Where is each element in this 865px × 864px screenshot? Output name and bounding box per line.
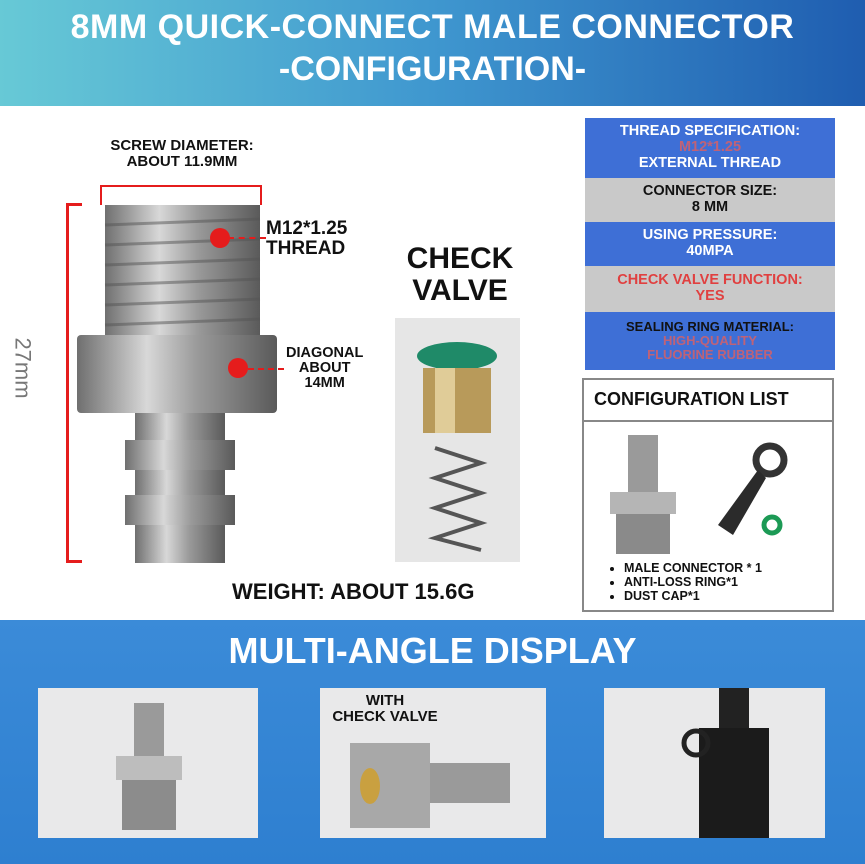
spec-check-label: CHECK VALVE FUNCTION: <box>617 272 803 289</box>
diagonal-line2: ABOUT <box>298 360 351 377</box>
diagonal-leader <box>248 368 284 370</box>
spec-pressure-value: 40MPA <box>686 243 734 259</box>
diagonal-line3: 14MM <box>304 375 345 392</box>
spec-size-value: 8 MM <box>691 199 729 215</box>
spec-thread-value: M12*1.25 <box>678 139 742 156</box>
multi-angle-section: MULTI-ANGLE DISPLAY WITH CHECK VALVE <box>0 620 865 864</box>
diagonal-line1: DIAGONAL <box>286 345 364 361</box>
length-label: 27mm <box>10 337 36 399</box>
spec-thread: THREAD SPECIFICATION: M12*1.25 EXTERNAL … <box>585 118 835 178</box>
thread-leader <box>228 237 266 239</box>
config-items-image <box>610 435 788 554</box>
page-title: 8MM QUICK-CONNECT MALE CONNECTOR <box>70 8 795 46</box>
spec-seal-value: HIGH-QUALITY <box>663 332 757 348</box>
spec-check-value: YES <box>695 288 725 304</box>
config-item: MALE CONNECTOR * 1 <box>624 561 762 576</box>
photo-installed <box>604 688 825 838</box>
spec-sealing-ring: SEALING RING MATERIAL: HIGH-QUALITY FLUO… <box>585 312 835 370</box>
callout-line2: CHECK VALVE <box>332 707 438 725</box>
spec-seal-value2: FLUORINE RUBBER <box>647 347 773 363</box>
check-valve-callout: WITH CHECK VALVE <box>320 693 450 725</box>
spec-thread-label: THREAD SPECIFICATION: <box>619 123 801 140</box>
page-subtitle: -CONFIGURATION- <box>278 50 587 88</box>
configuration-list: CONFIGURATION LIST MALE CONNECTOR * 1 AN… <box>582 378 834 612</box>
thread-marker <box>210 228 230 248</box>
connector-image <box>77 205 277 563</box>
spec-pressure: USING PRESSURE: 40MPA <box>585 222 835 266</box>
config-item: ANTI-LOSS RING*1 <box>624 575 762 590</box>
screw-diameter-label: SCREW DIAMETER: ABOUT 11.9MM <box>72 138 292 170</box>
diagonal-label: DIAGONAL ABOUT 14MM <box>286 345 364 392</box>
length-bracket <box>66 203 82 563</box>
screw-diameter-title: SCREW DIAMETER: <box>110 137 254 154</box>
spec-connector-size: CONNECTOR SIZE: 8 MM <box>585 178 835 222</box>
config-item: DUST CAP*1 <box>624 589 762 604</box>
diagonal-marker <box>228 358 248 378</box>
check-valve-line1: CHECK <box>406 242 514 275</box>
spec-check-valve: CHECK VALVE FUNCTION: YES <box>585 266 835 312</box>
callout-line1: WITH <box>365 692 405 709</box>
diameter-bracket <box>100 185 262 205</box>
check-valve-line2: VALVE <box>412 273 508 307</box>
photo-front <box>38 688 258 838</box>
check-valve-image <box>395 318 520 562</box>
spec-seal-label: SEALING RING MATERIAL: <box>625 318 795 334</box>
thread-label-line1: M12*1.25 <box>266 218 348 239</box>
spec-thread-value2: EXTERNAL THREAD <box>638 154 782 171</box>
photo-check-valve: WITH CHECK VALVE <box>320 688 546 838</box>
screw-diameter-value: ABOUT 11.9MM <box>126 152 238 170</box>
multi-angle-title: MULTI-ANGLE DISPLAY <box>228 630 637 671</box>
weight-label: WEIGHT: ABOUT 15.6G <box>232 579 475 604</box>
config-title: CONFIGURATION LIST <box>584 380 832 422</box>
spec-size-label: CONNECTOR SIZE: <box>642 183 778 200</box>
thread-label-line2: THREAD <box>266 237 346 259</box>
spec-pressure-label: USING PRESSURE: <box>642 227 778 244</box>
header-banner: 8MM QUICK-CONNECT MALE CONNECTOR -CONFIG… <box>0 0 865 106</box>
config-items: MALE CONNECTOR * 1 ANTI-LOSS RING*1 DUST… <box>624 561 762 604</box>
check-valve-label: CHECK VALVE <box>390 243 530 306</box>
thread-label: M12*1.25 THREAD <box>266 219 347 259</box>
